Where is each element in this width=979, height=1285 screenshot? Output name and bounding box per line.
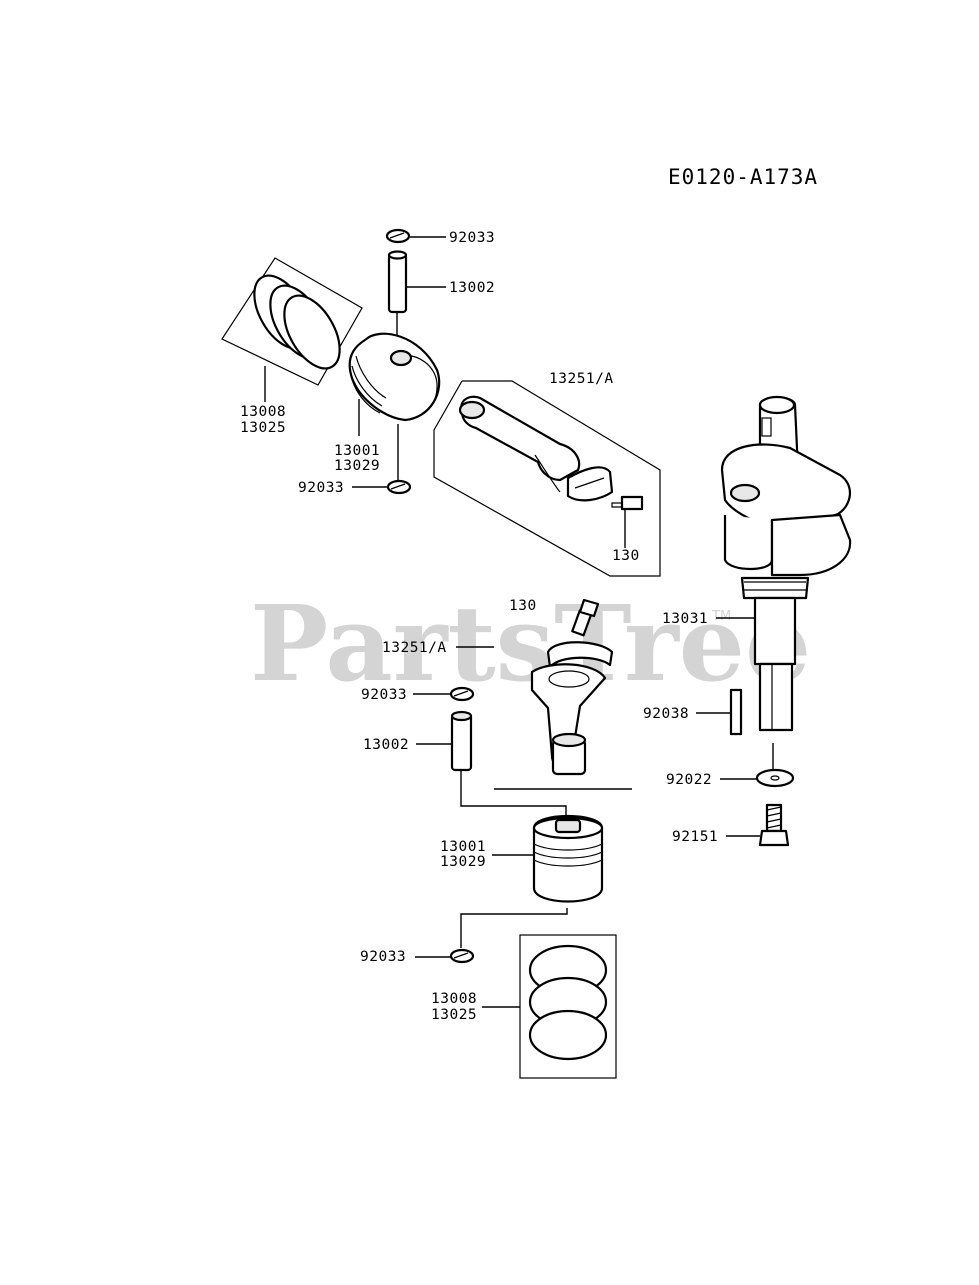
crankshaft-washer[interactable] (755, 768, 795, 788)
label-top-lower-circlip[interactable]: 92033 (298, 480, 344, 496)
label-crank-bolt[interactable]: 92151 (672, 829, 718, 845)
label-top-rod[interactable]: 13251/A (549, 371, 614, 387)
label-low-piston-b[interactable]: 13029 (440, 854, 486, 870)
mid-piston-pin[interactable] (450, 710, 473, 772)
mid-connecting-rod[interactable] (530, 641, 614, 776)
lower-circlip[interactable] (449, 948, 475, 964)
mid-rod-bolt[interactable] (571, 598, 600, 637)
top-connecting-rod[interactable] (433, 380, 661, 577)
crankshaft-bolt[interactable] (758, 803, 790, 847)
label-top-rings-a[interactable]: 13008 (240, 404, 286, 420)
top-piston[interactable] (348, 332, 441, 422)
label-mid-rod[interactable]: 13251/A (382, 640, 447, 656)
label-low-rings-b[interactable]: 13025 (431, 1007, 477, 1023)
lower-piston[interactable] (532, 814, 604, 903)
label-top-pin[interactable]: 13002 (449, 280, 495, 296)
label-low-rings-a[interactable]: 13008 (431, 991, 477, 1007)
parts-tree-watermark: PartsTree (250, 582, 811, 705)
label-top-bolt[interactable]: 130 (612, 548, 640, 564)
label-top-circlip[interactable]: 92033 (449, 230, 495, 246)
top-circlip[interactable] (385, 228, 411, 244)
label-top-rings-b[interactable]: 13025 (240, 420, 286, 436)
label-mid-pin[interactable]: 13002 (363, 737, 409, 753)
label-crankshaft[interactable]: 13031 (662, 611, 708, 627)
label-low-piston-a[interactable]: 13001 (440, 839, 486, 855)
label-key[interactable]: 92038 (643, 706, 689, 722)
mid-circlip[interactable] (449, 686, 475, 702)
label-low-circlip[interactable]: 92033 (360, 949, 406, 965)
leader-piston-to-lower-circlip (460, 908, 568, 948)
crankshaft-key[interactable] (729, 688, 743, 736)
label-washer[interactable]: 92022 (666, 772, 712, 788)
top-piston-rings[interactable] (221, 257, 363, 386)
leader-pin-to-lower-piston (460, 771, 567, 822)
label-mid-circlip[interactable]: 92033 (361, 687, 407, 703)
diagram-code: E0120-A173A (668, 165, 818, 189)
lower-piston-rings[interactable] (519, 934, 617, 1079)
top-lower-circlip[interactable] (386, 479, 412, 495)
crankshaft[interactable] (720, 395, 852, 732)
label-mid-bolt[interactable]: 130 (509, 598, 537, 614)
watermark-trademark: TM (711, 609, 731, 624)
label-top-piston-b[interactable]: 13029 (334, 458, 380, 474)
top-piston-pin[interactable] (387, 250, 408, 314)
label-top-piston-a[interactable]: 13001 (334, 443, 380, 459)
